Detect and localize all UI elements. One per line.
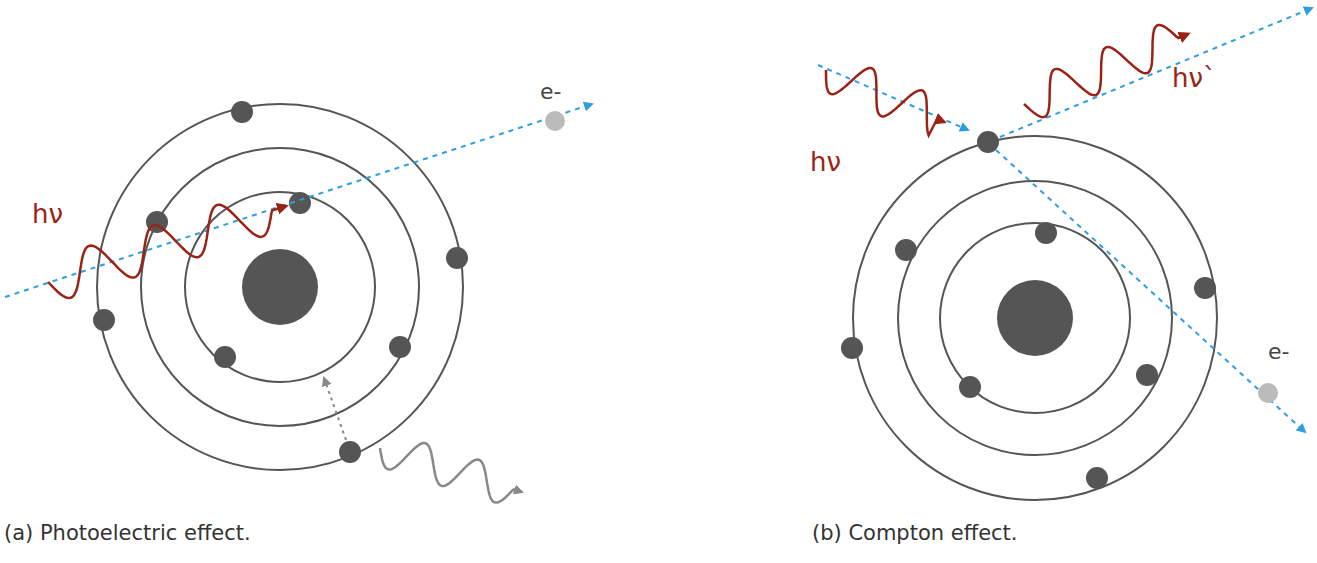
- free-electron: [545, 111, 565, 131]
- photon-label: hν: [32, 200, 63, 229]
- scattered-path: [1000, 8, 1312, 137]
- photon-wave: [48, 205, 286, 298]
- scattered-photon-label: hν`: [1172, 64, 1216, 93]
- recoil-path: [996, 150, 1305, 432]
- nucleus: [242, 249, 318, 325]
- photon-wave: [1024, 25, 1188, 117]
- photon-wave: [380, 443, 522, 503]
- electrons: [93, 101, 468, 463]
- electron-label: e-: [1268, 340, 1289, 364]
- transition-arrow: [324, 378, 346, 440]
- photoelectric-atom: [97, 104, 463, 470]
- compton-atom: [853, 136, 1217, 500]
- free-electron: [1258, 383, 1278, 403]
- subfigure-caption: (a) Photoelectric effect.: [4, 522, 251, 545]
- photon-label: hν: [810, 148, 841, 177]
- photon-waves: [48, 25, 1188, 503]
- nucleus: [997, 280, 1073, 356]
- electron-label: e-: [540, 80, 561, 104]
- electrons: [841, 131, 1216, 489]
- electron-path: [5, 104, 592, 297]
- subfigure-caption: (b) Compton effect.: [812, 522, 1018, 545]
- incoming-path: [818, 65, 968, 130]
- photon-wave: [826, 68, 944, 135]
